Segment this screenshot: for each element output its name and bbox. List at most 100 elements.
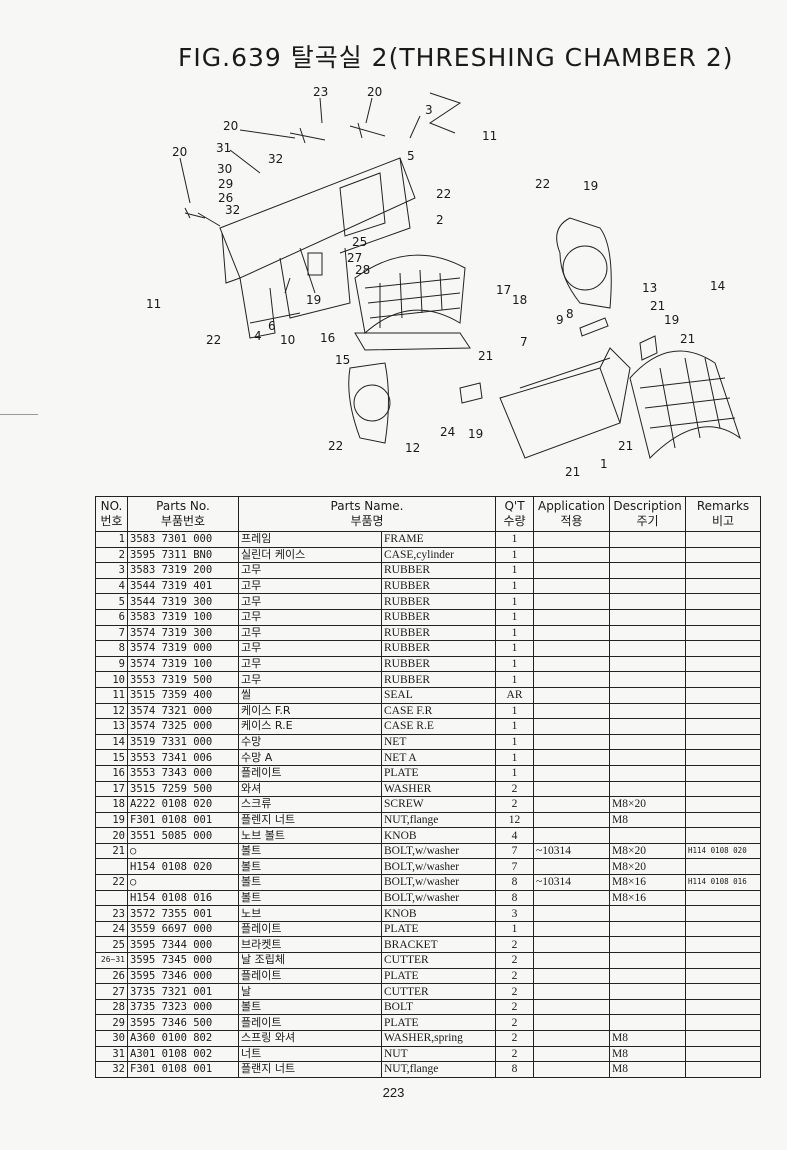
cell-rem (685, 718, 762, 735)
callout-label: 21 (680, 332, 695, 346)
cell-desc (609, 967, 687, 985)
cell-no: 15 (95, 749, 128, 766)
cell-desc: M8 (609, 1061, 687, 1078)
cell-desc: M8×20 (609, 796, 687, 813)
cell-part: 3574 7319 100 (127, 655, 239, 673)
header-parts-name: Parts Name.부품명 (237, 496, 497, 532)
cell-app: ~10314 (533, 842, 611, 860)
cell-kor: 날 조립체 (238, 952, 382, 969)
cell-qty: 8 (495, 1061, 535, 1078)
cell-part: 3595 7311 BN0 (127, 546, 239, 564)
cell-kor: 스프링 와셔 (238, 1030, 382, 1047)
cell-no: 16 (95, 764, 128, 782)
cell-eng: NUT,flange (380, 811, 497, 829)
cell-kor: 플레이트 (238, 764, 382, 782)
cell-part: 3595 7346 500 (127, 1014, 239, 1031)
cell-eng: CASE F.R (380, 702, 497, 720)
cell-kor: 브라켓트 (238, 936, 382, 954)
cell-eng: NET (380, 733, 497, 751)
cell-no: 24 (95, 920, 128, 938)
cell-desc (609, 640, 687, 657)
cell-kor: 고무 (238, 562, 382, 579)
cell-desc (609, 920, 687, 938)
cell-app (533, 1061, 611, 1078)
callout-label: 8 (566, 307, 574, 321)
cell-app (533, 640, 611, 657)
cell-qty: 2 (495, 998, 535, 1016)
callout-label: 29 (218, 177, 233, 191)
cell-app (533, 733, 611, 751)
cell-rem (685, 858, 762, 876)
cell-desc (609, 593, 687, 610)
cell-rem (685, 562, 762, 579)
cell-desc (609, 577, 687, 595)
cell-kor: 고무 (238, 577, 382, 595)
diagram-linework (179, 92, 741, 459)
cell-kor: 노브 (238, 905, 382, 922)
cell-app (533, 998, 611, 1016)
cell-part: 3595 7346 000 (127, 967, 239, 985)
cell-rem (685, 967, 762, 985)
cell-part: 3574 7319 000 (127, 640, 239, 657)
cell-qty: 1 (495, 671, 535, 688)
cell-qty: 1 (495, 593, 535, 610)
exploded-parts-diagram: 23 20 3 11 20 31 32 5 30 29 26 32 22 2 2… (146, 85, 741, 479)
cell-eng: CASE,cylinder (380, 546, 497, 564)
cell-qty: 2 (495, 1045, 535, 1063)
cell-rem (685, 811, 762, 829)
cell-rem: H114 0108 016 (685, 874, 762, 891)
cell-rem (685, 889, 762, 907)
cell-no: 9 (95, 655, 128, 673)
header-no: NO.번호 (95, 496, 128, 532)
cell-rem (685, 796, 762, 813)
callout-label: 24 (440, 425, 455, 439)
callout-label: 12 (405, 441, 420, 455)
cell-part: ○ (127, 842, 239, 860)
callout-label: 3 (425, 103, 433, 117)
cell-kor: 케이스 R.E (238, 718, 382, 735)
cell-desc (609, 624, 687, 642)
cell-no: 2 (95, 546, 128, 564)
cell-app (533, 655, 611, 673)
cell-no (95, 889, 128, 907)
cell-qty: 1 (495, 577, 535, 595)
cell-app (533, 827, 611, 844)
cell-kor: 씰 (238, 686, 382, 704)
cell-kor: 고무 (238, 640, 382, 657)
cell-app (533, 1014, 611, 1031)
cell-eng: RUBBER (380, 655, 497, 673)
margin-mark (0, 414, 38, 415)
callout-label: 2 (436, 213, 444, 227)
cell-eng: PLATE (380, 920, 497, 938)
cell-desc (609, 936, 687, 954)
cell-eng: SCREW (380, 796, 497, 813)
cell-kor: 플레이트 (238, 1014, 382, 1031)
cell-kor: 플레이트 (238, 920, 382, 938)
cell-no: 6 (95, 608, 128, 626)
cell-part: 3735 7321 001 (127, 983, 239, 1000)
cell-eng: CASE R.E (380, 718, 497, 735)
callout-label: 22 (206, 333, 221, 347)
cell-kor: 고무 (238, 593, 382, 610)
callout-label: 20 (367, 85, 382, 99)
cell-eng: BOLT,w/washer (380, 889, 497, 907)
cell-kor: 너트 (238, 1045, 382, 1063)
cell-app (533, 531, 611, 548)
cell-no: 23 (95, 905, 128, 922)
cell-qty: 1 (495, 546, 535, 564)
cell-part: 3544 7319 401 (127, 577, 239, 595)
cell-kor: 수망 (238, 733, 382, 751)
cell-app (533, 608, 611, 626)
cell-kor: 플렌지 너트 (238, 811, 382, 829)
cell-kor: 스크류 (238, 796, 382, 813)
callout-label: 21 (650, 299, 665, 313)
cell-app (533, 593, 611, 610)
cell-desc (609, 749, 687, 766)
